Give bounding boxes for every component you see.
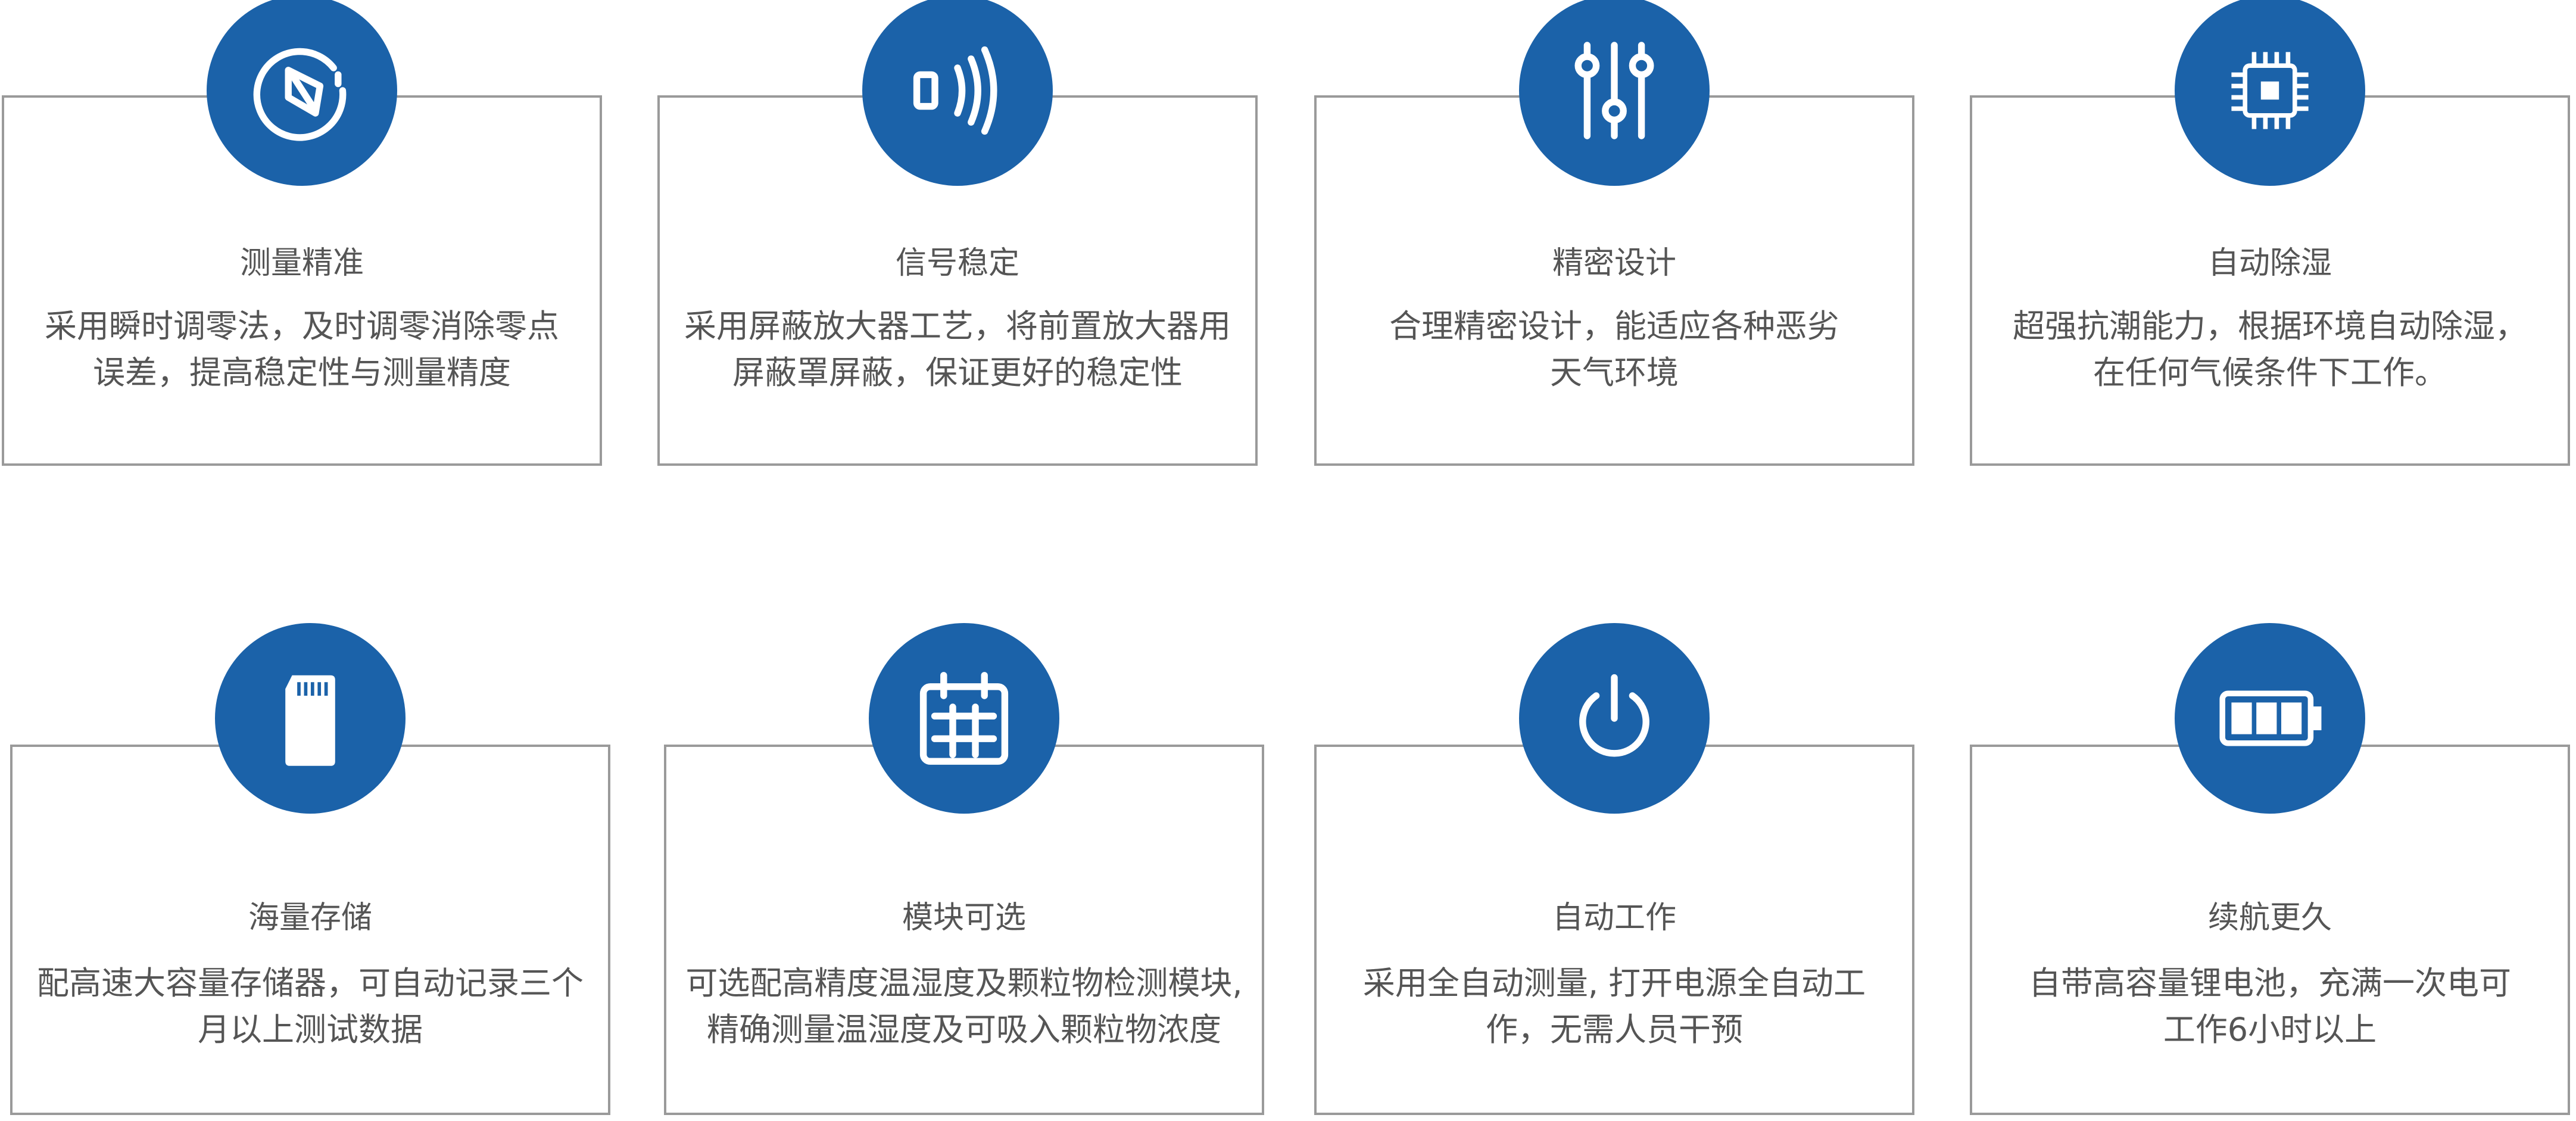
description-line: 屏蔽罩屏蔽，保证更好的稳定性 — [732, 354, 1183, 391]
compass-icon — [245, 34, 358, 147]
description-line: 合理精密设计，能适应各种恶劣 — [1389, 307, 1839, 345]
signal-icon — [901, 34, 1014, 147]
description-line: 采用屏蔽放大器工艺，将前置放大器用 — [684, 307, 1231, 345]
description-line: 误差，提高稳定性与测量精度 — [93, 354, 511, 391]
feature-icon-badge — [1519, 0, 1710, 186]
description-line: 作，无需人员干预 — [1486, 1011, 1743, 1048]
feature-description: 配高速大容量存储器，可自动记录三个月以上测试数据 — [18, 960, 602, 1053]
feature-icon-badge — [215, 623, 406, 814]
sd-card-icon — [254, 662, 367, 775]
description-line: 天气环境 — [1550, 354, 1679, 391]
feature-title: 测量精准 — [239, 245, 364, 281]
description-line: 可选配高精度温湿度及颗粒物检测模块, — [685, 964, 1243, 1002]
feature-icon-badge — [2175, 0, 2365, 186]
feature-title: 信号稳定 — [895, 245, 1019, 281]
feature-icon-badge — [2175, 623, 2365, 814]
description-line: 月以上测试数据 — [198, 1011, 423, 1048]
feature-title: 自动除湿 — [2207, 245, 2332, 281]
feature-icon-badge — [862, 0, 1053, 186]
feature-card: 自动工作采用全自动测量, 打开电源全自动工作，无需人员干预 — [1314, 745, 1914, 1115]
feature-description: 自带高容量锂电池，充满一次电可工作6小时以上 — [1978, 960, 2562, 1053]
battery-icon — [2213, 662, 2326, 775]
feature-card: 模块可选可选配高精度温湿度及颗粒物检测模块, 精确测量温湿度及可吸入颗粒物浓度 — [664, 745, 1264, 1115]
feature-title: 模块可选 — [902, 900, 1026, 936]
description-line: 采用瞬时调零法，及时调零消除零点 — [45, 307, 559, 345]
description-line: 精确测量温湿度及可吸入颗粒物浓度 — [707, 1011, 1221, 1048]
feature-description: 采用屏蔽放大器工艺，将前置放大器用屏蔽罩屏蔽，保证更好的稳定性 — [666, 303, 1249, 396]
feature-description: 采用全自动测量, 打开电源全自动工作，无需人员干预 — [1323, 960, 1906, 1053]
power-icon — [1558, 662, 1671, 775]
description-line: 自带高容量锂电池，充满一次电可 — [2029, 964, 2511, 1002]
description-line: 超强抗潮能力，根据环境自动除湿， — [2013, 307, 2527, 345]
feature-description: 可选配高精度温湿度及颗粒物检测模块, 精确测量温湿度及可吸入颗粒物浓度 — [672, 960, 1256, 1053]
description-line: 配高速大容量存储器，可自动记录三个 — [37, 964, 584, 1002]
feature-title: 精密设计 — [1552, 245, 1676, 281]
feature-title: 海量存储 — [248, 900, 372, 936]
feature-icon-badge — [207, 0, 397, 186]
feature-icon-badge — [1519, 623, 1710, 814]
feature-description: 采用瞬时调零法，及时调零消除零点误差，提高稳定性与测量精度 — [10, 303, 594, 396]
sliders-icon — [1558, 34, 1671, 147]
feature-title: 续航更久 — [2207, 900, 2332, 936]
description-line: 采用全自动测量, 打开电源全自动工 — [1362, 964, 1866, 1002]
feature-description: 超强抗潮能力，根据环境自动除湿， 在任何气候条件下工作。 — [1978, 303, 2562, 396]
chip-icon — [2213, 34, 2326, 147]
description-line: 工作6小时以上 — [2163, 1011, 2377, 1048]
feature-card: 自动除湿超强抗潮能力，根据环境自动除湿， 在任何气候条件下工作。 — [1970, 95, 2570, 466]
feature-description: 合理精密设计，能适应各种恶劣天气环境 — [1323, 303, 1906, 396]
feature-title: 自动工作 — [1552, 900, 1676, 936]
description-line: 在任何气候条件下工作。 — [2093, 354, 2447, 391]
feature-card: 续航更久自带高容量锂电池，充满一次电可工作6小时以上 — [1970, 745, 2570, 1115]
feature-icon-badge — [869, 623, 1059, 814]
calendar-icon — [907, 662, 1021, 775]
